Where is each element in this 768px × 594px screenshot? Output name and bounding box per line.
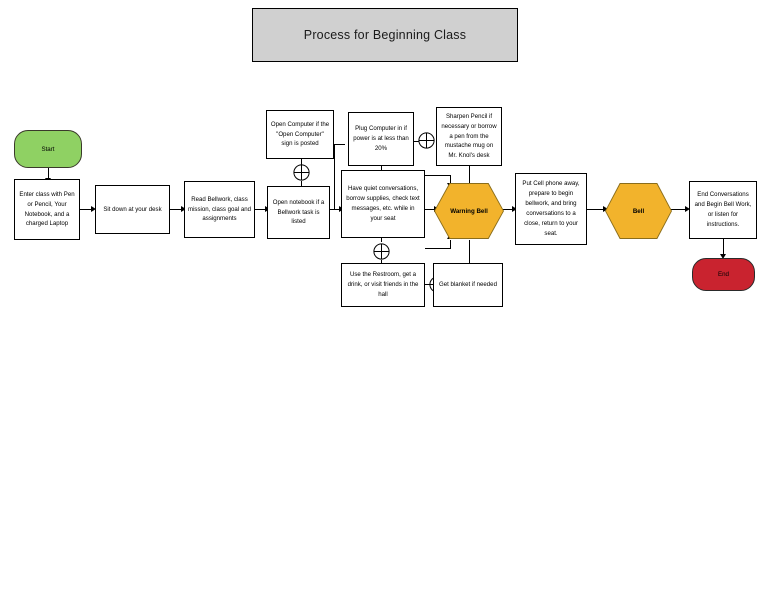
node-quiet-conversations[interactable]: Have quiet conversations, borrow supplie… [341,170,425,238]
arrowhead-put-cell-phone [512,205,517,212]
node-get-blanket[interactable]: Get blanket if needed [433,263,503,307]
connector-restroom-to-blanket-left [425,284,430,285]
connector-put-cell-phone-to-bell [587,209,604,210]
node-put-cell-phone[interactable]: Put Cell phone away, prepare to begin be… [515,173,587,245]
connector-enter-class-to-sit-down [80,209,93,210]
node-sit-down[interactable]: Sit down at your desk [95,185,170,234]
node-bell[interactable]: Bell [605,183,672,239]
connector-open-computer-to-open-notebook-lower [301,181,302,186]
connector-quiet-conversations-to-warning-bell [425,209,436,210]
connector-open-computer-right-down [334,144,335,210]
connector-sit-down-to-read-bellwork [170,209,183,210]
node-end-conversations[interactable]: End Conversations and Begin Bell Work, o… [689,181,757,239]
node-open-notebook[interactable]: Open notebook if a Bellwork task is list… [267,186,330,239]
connector-open-notebook-to-quiet-conversations [330,209,341,210]
connector-restroom-elbow-h [425,248,451,249]
node-enter-class[interactable]: Enter class with Pen or Pencil, Your Not… [14,179,80,240]
node-open-computer[interactable]: Open Computer if the "Open Computer" sig… [266,110,334,159]
connector-end-conversations-to-end [723,239,724,255]
bell-label: Bell [606,184,671,238]
node-plug-computer[interactable]: Plug Computer in if power is at less tha… [348,112,414,166]
connector-plug-elbow-h [414,175,451,176]
connector-plug-computer-to-quiet-conversations [381,166,382,170]
node-read-bellwork[interactable]: Read Bellwork, class mission, class goal… [184,181,255,238]
arrowhead-sit-down [91,205,96,212]
connector-bell-to-end-conversations [671,209,686,210]
connector-plug-to-sharpen-left [414,141,419,142]
node-use-restroom[interactable]: Use the Restroom, get a drink, or visit … [341,263,425,307]
arrowhead-end-conversations [685,205,690,212]
junction-sharpen-pencil-icon [418,132,435,149]
node-end[interactable]: End [692,258,755,291]
node-warning-bell[interactable]: Warning Bell [434,183,504,239]
junction-open-computer-icon [293,164,310,181]
connector-start-to-enter-class [48,168,49,179]
connector-warning-bell-to-put-cell-phone [503,209,514,210]
connector-quiet-to-restroom [381,238,382,242]
connector-blanket-to-warning-bell [469,240,470,263]
page-title: Process for Beginning Class [252,8,518,62]
junction-quiet-conversations-icon [373,243,390,260]
connector-quiet-to-restroom-lower [381,260,382,263]
node-start[interactable]: Start [14,130,82,168]
arrowhead-end [719,254,726,259]
node-sharpen-pencil[interactable]: Sharpen Pencil if necessary or borrow a … [436,107,502,166]
connector-open-computer-right [334,144,345,145]
connector-plug-elbow-v [450,175,451,184]
connector-sharpen-to-warning-bell [469,166,470,184]
connector-open-computer-to-open-notebook [301,159,302,165]
connector-restroom-elbow-v [450,240,451,249]
warning-bell-label: Warning Bell [435,184,503,238]
connector-read-bellwork-to-open-notebook [255,209,267,210]
arrowhead-read-bellwork [181,205,186,212]
arrowhead-bell [603,205,608,212]
